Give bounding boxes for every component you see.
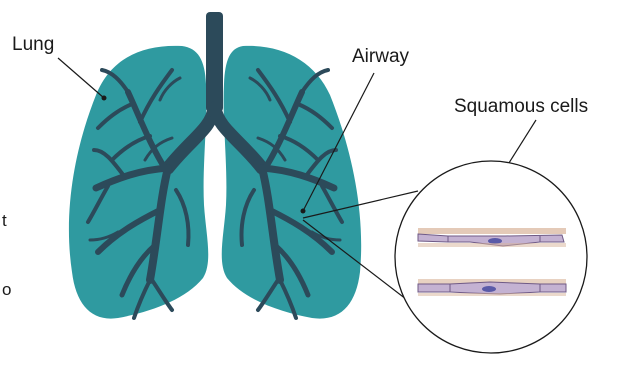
- cropped-text-fragment-1: t: [2, 211, 7, 231]
- cropped-text-fragment-2: o: [2, 280, 11, 300]
- magnifier-circle: [395, 161, 587, 353]
- lung-label: Lung: [12, 34, 54, 56]
- trachea: [206, 12, 223, 112]
- airway-label: Airway: [352, 46, 409, 68]
- nucleus-lower: [482, 286, 496, 292]
- lung-leader-line: [58, 58, 104, 98]
- right-lung: [222, 46, 361, 319]
- squamous-cells-label: Squamous cells: [454, 96, 588, 118]
- magnified-view: [395, 161, 587, 353]
- left-lung: [69, 46, 208, 319]
- airway-leader-dot: [301, 209, 306, 214]
- lung-leader-dot: [102, 96, 107, 101]
